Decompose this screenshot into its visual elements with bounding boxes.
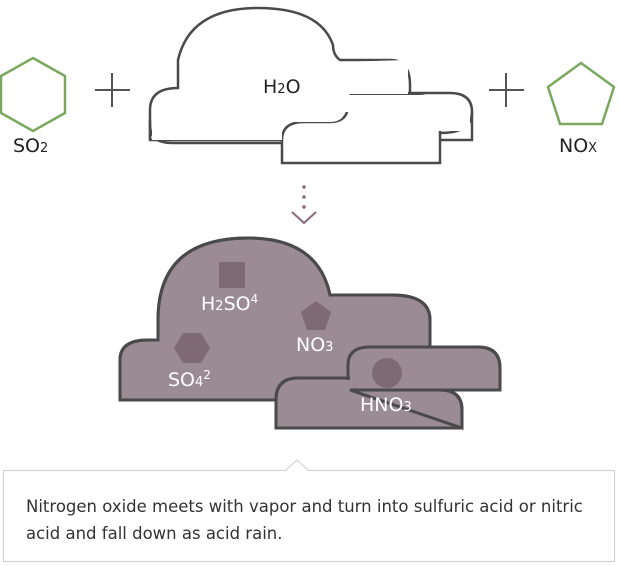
caption-text: Nitrogen oxide meets with vapor and turn… bbox=[26, 497, 583, 543]
so2-label: SO2 bbox=[13, 135, 49, 157]
caption-box: Nitrogen oxide meets with vapor and turn… bbox=[3, 470, 615, 562]
hexagon-icon bbox=[174, 333, 210, 363]
so2-hexagon-icon bbox=[0, 56, 67, 133]
down-arrow-icon bbox=[291, 185, 317, 225]
so42-label: SO42 bbox=[168, 368, 211, 391]
pentagon-icon bbox=[301, 301, 331, 330]
h2o-label: H2O bbox=[263, 76, 301, 98]
nox-pentagon-icon bbox=[546, 61, 616, 126]
hno3-label: HNO3 bbox=[360, 394, 412, 416]
square-icon bbox=[219, 262, 245, 288]
circle-icon bbox=[372, 358, 402, 388]
h2so4-label: H2SO4 bbox=[201, 292, 259, 315]
plus-icon bbox=[489, 73, 524, 107]
caption-pointer-top bbox=[285, 459, 309, 472]
nox-label: NOX bbox=[559, 135, 598, 157]
no3-label: NO3 bbox=[296, 334, 334, 356]
plus-icon bbox=[95, 73, 130, 107]
